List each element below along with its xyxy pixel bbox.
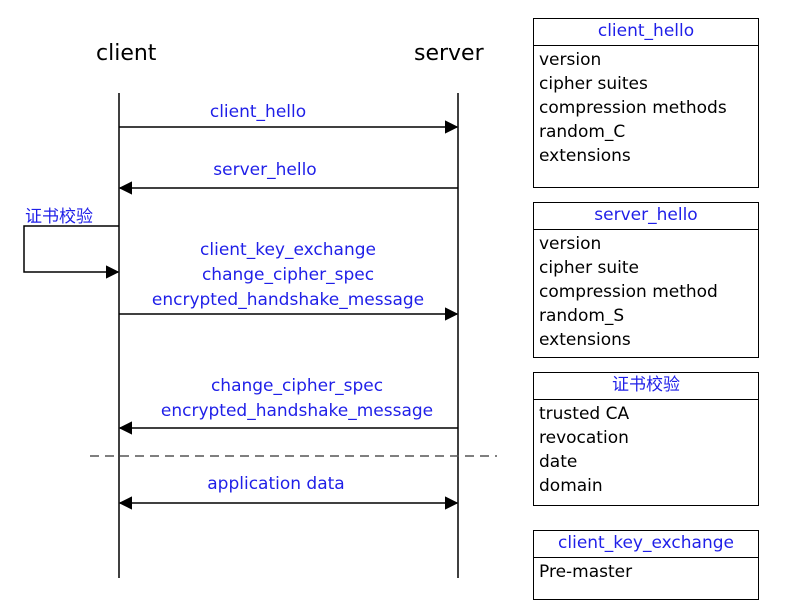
client-key-exchange-box: client_key_exchange Pre-master: [533, 530, 759, 600]
box-field: version: [539, 50, 602, 70]
server-hello-box: server_hello version cipher suite compre…: [533, 202, 759, 358]
box-field: cipher suites: [539, 74, 648, 94]
cert-check-box: 证书校验 trusted CA revocation date domain: [533, 372, 759, 506]
encrypted-handshake-label: encrypted_handshake_message: [151, 290, 425, 310]
box-title: server_hello: [534, 203, 758, 230]
server-hello-label: server_hello: [213, 160, 317, 180]
client-hello-label: client_hello: [209, 102, 307, 122]
box-title: 证书校验: [534, 373, 758, 400]
box-title: client_key_exchange: [534, 531, 758, 558]
app-data-label: application data: [207, 474, 345, 494]
server-encrypted-handshake-label: encrypted_handshake_message: [160, 401, 434, 421]
box-field: random_C: [539, 122, 626, 142]
client-hello-box: client_hello version cipher suites compr…: [533, 18, 759, 188]
server-change-cipher-spec-label: change_cipher_spec: [210, 376, 384, 396]
box-field: trusted CA: [539, 404, 630, 424]
box-field: domain: [539, 476, 603, 496]
box-field: version: [539, 234, 602, 254]
box-field: random_S: [539, 306, 625, 326]
box-field: revocation: [539, 428, 629, 448]
self-check-label: 证书校验: [25, 207, 93, 227]
box-field: date: [539, 452, 578, 472]
change-cipher-spec-label: change_cipher_spec: [201, 265, 375, 285]
box-field: extensions: [539, 330, 631, 350]
client-key-exchange-label: client_key_exchange: [200, 240, 376, 260]
box-field: compression method: [539, 282, 718, 302]
box-field: cipher suite: [539, 258, 639, 278]
server-actor-label: server: [414, 41, 484, 66]
client-actor-label: client: [96, 41, 157, 66]
self-check-loop-arrow: [23, 225, 120, 279]
box-field: compression methods: [539, 98, 727, 118]
box-title: client_hello: [534, 19, 758, 46]
box-field: extensions: [539, 146, 631, 166]
box-field: Pre-master: [539, 562, 633, 582]
